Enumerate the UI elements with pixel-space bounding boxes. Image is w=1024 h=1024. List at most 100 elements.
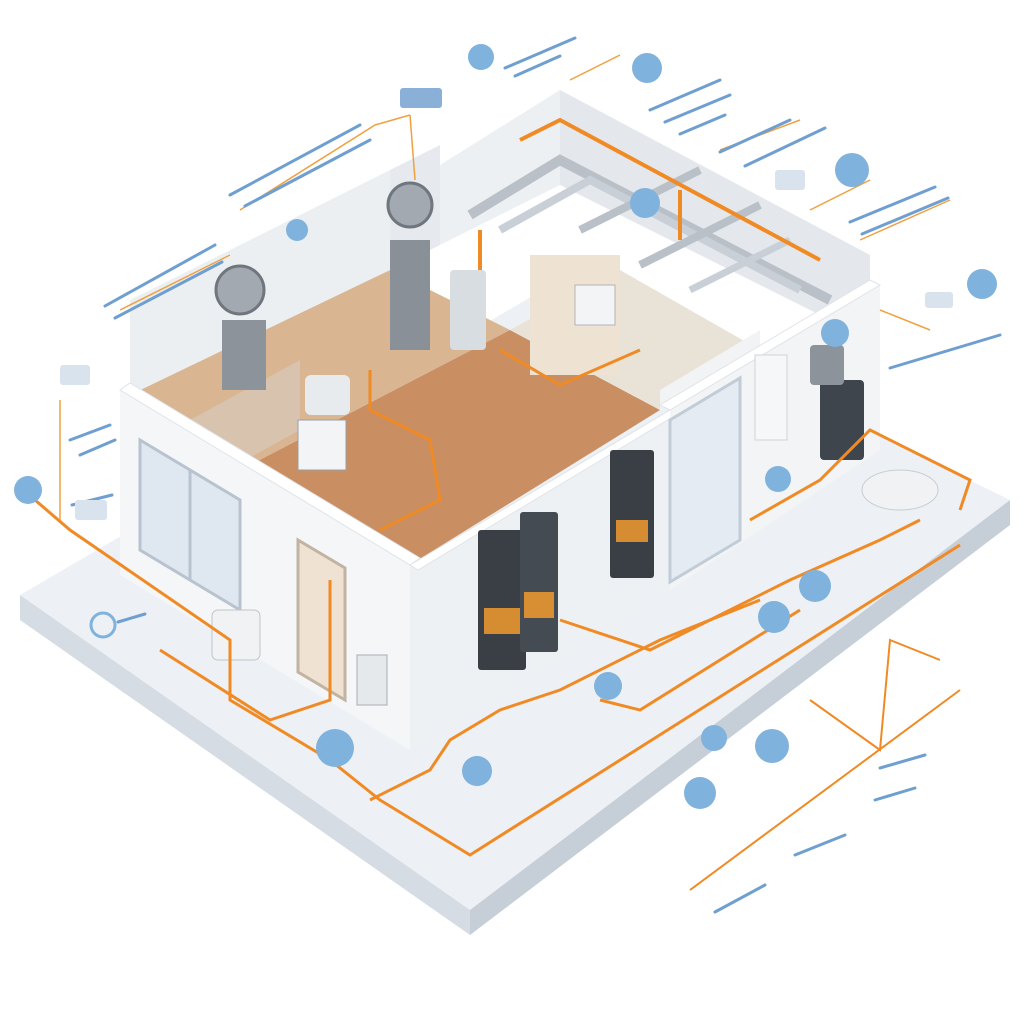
outdoor-water-heater [211, 609, 261, 661]
caption-line [793, 833, 847, 857]
air-handler-icon[interactable] [755, 729, 789, 763]
caption-line [113, 260, 224, 320]
base-front-edge [20, 595, 470, 935]
markers [14, 44, 997, 809]
battery-cabinets [478, 345, 939, 670]
valve-icon[interactable] [701, 725, 727, 751]
leader-9 [409, 114, 416, 181]
caption-line [718, 118, 792, 154]
interior-equipment [214, 181, 620, 471]
meter-icon[interactable] [316, 729, 354, 767]
caption-line [68, 423, 112, 442]
caption-line [648, 78, 722, 112]
outdoor-sink [861, 469, 939, 511]
floor-main-room [250, 330, 660, 565]
back-wall-mechanical [440, 90, 560, 245]
leader-6 [859, 199, 951, 241]
pipe-ground-6 [599, 608, 801, 712]
caption-line [878, 753, 927, 770]
pipe-ground-1 [34, 498, 961, 857]
caption-line [848, 185, 937, 224]
pump-icon[interactable] [594, 672, 622, 700]
caption-line [228, 123, 362, 197]
caption-line [513, 54, 562, 78]
boiler-control-panel [574, 284, 616, 326]
badges [60, 88, 953, 520]
filter-icon[interactable] [462, 756, 492, 786]
pipe-mech-orange-1 [519, 117, 821, 262]
heat-pump-indoor [305, 375, 350, 415]
leader-3 [569, 54, 621, 81]
inverter-accent [616, 520, 648, 542]
pipe-floor-2 [499, 348, 641, 387]
pipe-ground-4 [559, 518, 921, 652]
duct-branch-3 [688, 236, 792, 294]
water-tank-icon[interactable] [765, 466, 791, 492]
wall-far-right-top [658, 279, 882, 411]
front-entry-door [296, 537, 347, 703]
sensor-icon[interactable] [89, 611, 117, 639]
caption-line [243, 138, 372, 208]
caption-scribbles [68, 36, 1002, 914]
caption-line [888, 333, 1002, 370]
front-left-wall [119, 382, 421, 750]
leader-7 [879, 309, 931, 331]
pipe-ground-5 [749, 428, 972, 522]
badge-top-left [400, 88, 442, 108]
vent-fan-center [386, 181, 434, 229]
boiler-icon[interactable] [684, 777, 716, 809]
pipe-ground-2 [159, 580, 332, 722]
leader-5 [809, 179, 871, 211]
battery-accent-1 [484, 608, 520, 634]
right-side-window [668, 375, 742, 585]
base-right-edge [470, 500, 1010, 935]
outdoor-unit [820, 380, 864, 460]
badge-left-1 [60, 365, 90, 385]
smart-hub-icon[interactable] [758, 601, 790, 633]
outlet-icon[interactable] [799, 570, 831, 602]
wall-left-top [119, 382, 421, 566]
wall-mounted-unit [810, 345, 844, 385]
solar-inverter-icon[interactable] [821, 319, 849, 347]
battery-cabinet-2 [520, 512, 558, 652]
duct-main-1 [467, 154, 833, 305]
water-heater-unit [450, 270, 486, 350]
battery-cabinet-1 [478, 530, 526, 670]
caption-line [873, 786, 917, 802]
exterior-outlet-box [356, 654, 388, 706]
caption-line [503, 36, 577, 70]
vent-tower-center [390, 240, 430, 350]
caption-line [103, 243, 217, 308]
leader-1 [239, 114, 411, 211]
control-icon[interactable] [630, 188, 660, 218]
badge-right-2 [925, 292, 953, 308]
caption-line [713, 883, 767, 914]
vent-fan-left [214, 264, 266, 316]
pipe-floor-1 [368, 370, 442, 532]
leader-2 [119, 254, 231, 311]
duct-main-2 [498, 175, 802, 294]
pipe-ground-3 [369, 598, 761, 802]
caption-line [743, 126, 827, 168]
thermostat-icon[interactable] [632, 53, 662, 83]
electrical-panel-icon[interactable] [835, 153, 869, 187]
badge-left-2 [75, 500, 107, 520]
battery-accent-2 [524, 592, 554, 618]
pipe-bottom-right-2 [809, 638, 941, 752]
vent-tower-left [222, 320, 266, 390]
water-heater-icon[interactable] [468, 44, 494, 70]
heat-pump-icon[interactable] [14, 476, 42, 504]
badge-right-1 [775, 170, 805, 190]
right-wall-panel [754, 354, 788, 441]
pipe-bottom-right [689, 689, 961, 891]
caption-line [678, 113, 727, 136]
caption-line [78, 438, 117, 457]
caption-line [663, 93, 732, 124]
smart-hub-cabinet [297, 419, 347, 471]
pipe-network [34, 348, 972, 891]
ventilation-icon[interactable] [967, 269, 997, 299]
battery-icon[interactable] [286, 219, 308, 241]
caption-line [116, 612, 147, 624]
caption-line [860, 196, 950, 236]
